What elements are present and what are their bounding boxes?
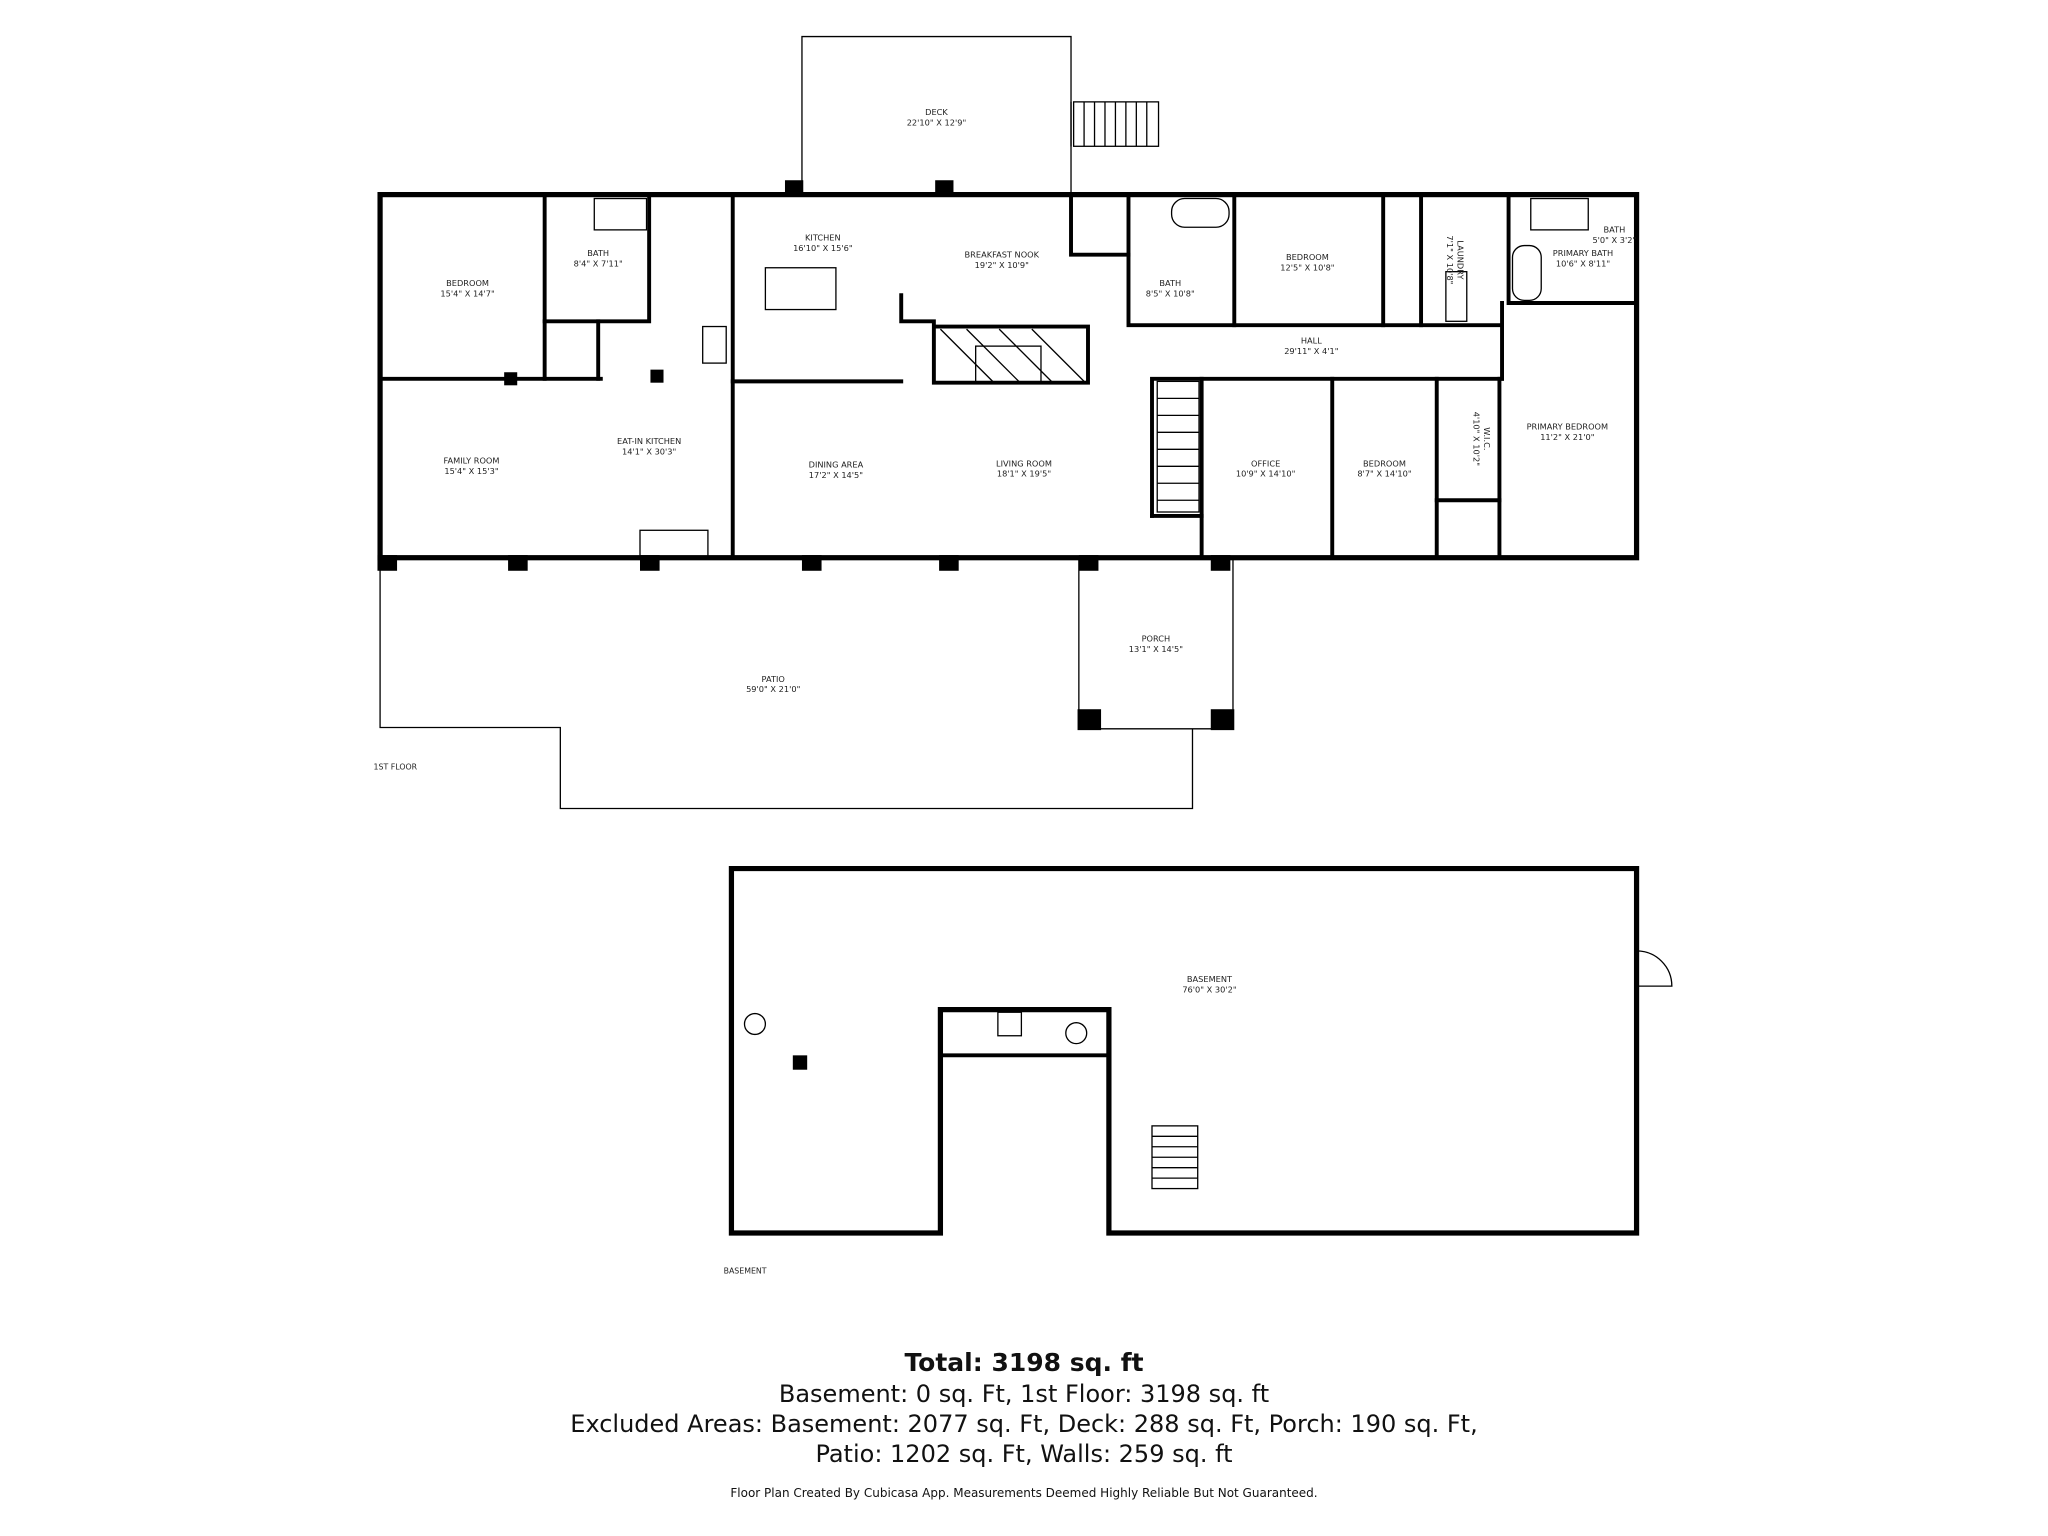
room-dims: 13'1" X 14'5" [1129, 644, 1183, 654]
interior-stairs [1156, 380, 1200, 513]
room-name: BASEMENT [1187, 974, 1233, 984]
room-name: LAUNDRY [1456, 240, 1466, 280]
room-name: LIVING ROOM [996, 458, 1052, 468]
first-floor-walls [377, 191, 1640, 571]
room-dims: 17'2" X 14'5" [809, 470, 863, 480]
room-name: PRIMARY BEDROOM [1527, 422, 1609, 432]
floor-label-first: 1ST FLOOR [374, 762, 418, 771]
counter [702, 325, 727, 364]
room-name: DECK [925, 107, 948, 117]
basement-door [1636, 950, 1673, 987]
room-dims: 4'10" X 10'2" [1471, 412, 1481, 466]
room-name: PATIO [762, 674, 785, 684]
room-dims: 59'0" X 21'0" [746, 684, 800, 694]
room-dims: 11'2" X 21'0" [1540, 432, 1594, 442]
room-name: OFFICE [1251, 458, 1280, 468]
room-dims: 10'9" X 14'10" [1236, 469, 1296, 479]
excluded-areas-cont: Patio: 1202 sq. Ft, Walls: 259 sq. ft [815, 1440, 1233, 1468]
room-name: BATH [1603, 224, 1625, 234]
room-dims: 18'1" X 19'5" [997, 469, 1051, 479]
room-dims: 7'1" X 10'8" [1445, 235, 1455, 284]
room-dims: 12'5" X 10'8" [1280, 262, 1334, 272]
room-dims: 22'10" X 12'9" [907, 117, 967, 127]
porch [1077, 557, 1235, 731]
bathtub [1170, 197, 1230, 228]
patio-outline [379, 557, 1194, 810]
room-name: PRIMARY BATH [1553, 248, 1613, 258]
room-name: BEDROOM [1363, 458, 1406, 468]
primary-bathtub [1511, 244, 1542, 302]
room-dims: 19'2" X 10'9" [975, 260, 1029, 270]
room-dims: 5'0" X 3'2" [1592, 235, 1636, 245]
room-name: HALL [1301, 336, 1322, 346]
total-area: Total: 3198 sq. ft [904, 1348, 1144, 1377]
room-labels: DECK 22'10" X 12'9" BEDROOM 15'4" X 14'7… [374, 107, 1637, 1276]
room-dims: 76'0" X 30'2" [1182, 985, 1236, 995]
room-dims: 16'10" X 15'6" [793, 243, 853, 253]
laundry-sinks [1445, 271, 1468, 322]
kitchen-island [764, 267, 837, 311]
room-name: PORCH [1142, 633, 1171, 643]
sink-counter [639, 529, 709, 558]
primary-shower [1530, 197, 1589, 231]
room-dims: 8'5" X 10'8" [1146, 288, 1195, 298]
fixtures [593, 197, 1589, 558]
basement-walls [728, 865, 1673, 1236]
room-dims: 8'7" X 14'10" [1357, 469, 1411, 479]
room-name: BEDROOM [1286, 252, 1329, 262]
room-name: FAMILY ROOM [444, 456, 500, 466]
room-dims: 10'6" X 8'11" [1556, 258, 1610, 268]
room-name: BATH [1159, 278, 1181, 288]
excluded-areas: Excluded Areas: Basement: 2077 sq. Ft, D… [570, 1410, 1478, 1438]
deck-stairs [1072, 101, 1160, 147]
room-dims: 14'1" X 30'3" [622, 447, 676, 457]
room-dims: 8'4" X 7'11" [574, 258, 623, 268]
room-dims: 29'11" X 4'1" [1284, 346, 1338, 356]
floor-label-basement: BASEMENT [724, 1266, 767, 1275]
room-name: EAT-IN KITCHEN [617, 436, 681, 446]
room-name: KITCHEN [805, 232, 841, 242]
room-name: BEDROOM [446, 278, 489, 288]
disclaimer: Floor Plan Created By Cubicasa App. Meas… [730, 1486, 1318, 1500]
room-name: BREAKFAST NOOK [965, 249, 1040, 259]
room-dims: 15'4" X 15'3" [444, 466, 498, 476]
fireplace-hatch [939, 328, 1085, 384]
shower [593, 197, 648, 231]
basement-stairs [1151, 1125, 1199, 1190]
area-breakdown: Basement: 0 sq. Ft, 1st Floor: 3198 sq. … [778, 1380, 1270, 1408]
room-name: DINING AREA [809, 460, 864, 470]
room-name: BATH [587, 248, 609, 258]
room-dims: 15'4" X 14'7" [440, 288, 494, 298]
deck [784, 35, 1160, 196]
room-name: W.I.C. [1482, 427, 1492, 450]
